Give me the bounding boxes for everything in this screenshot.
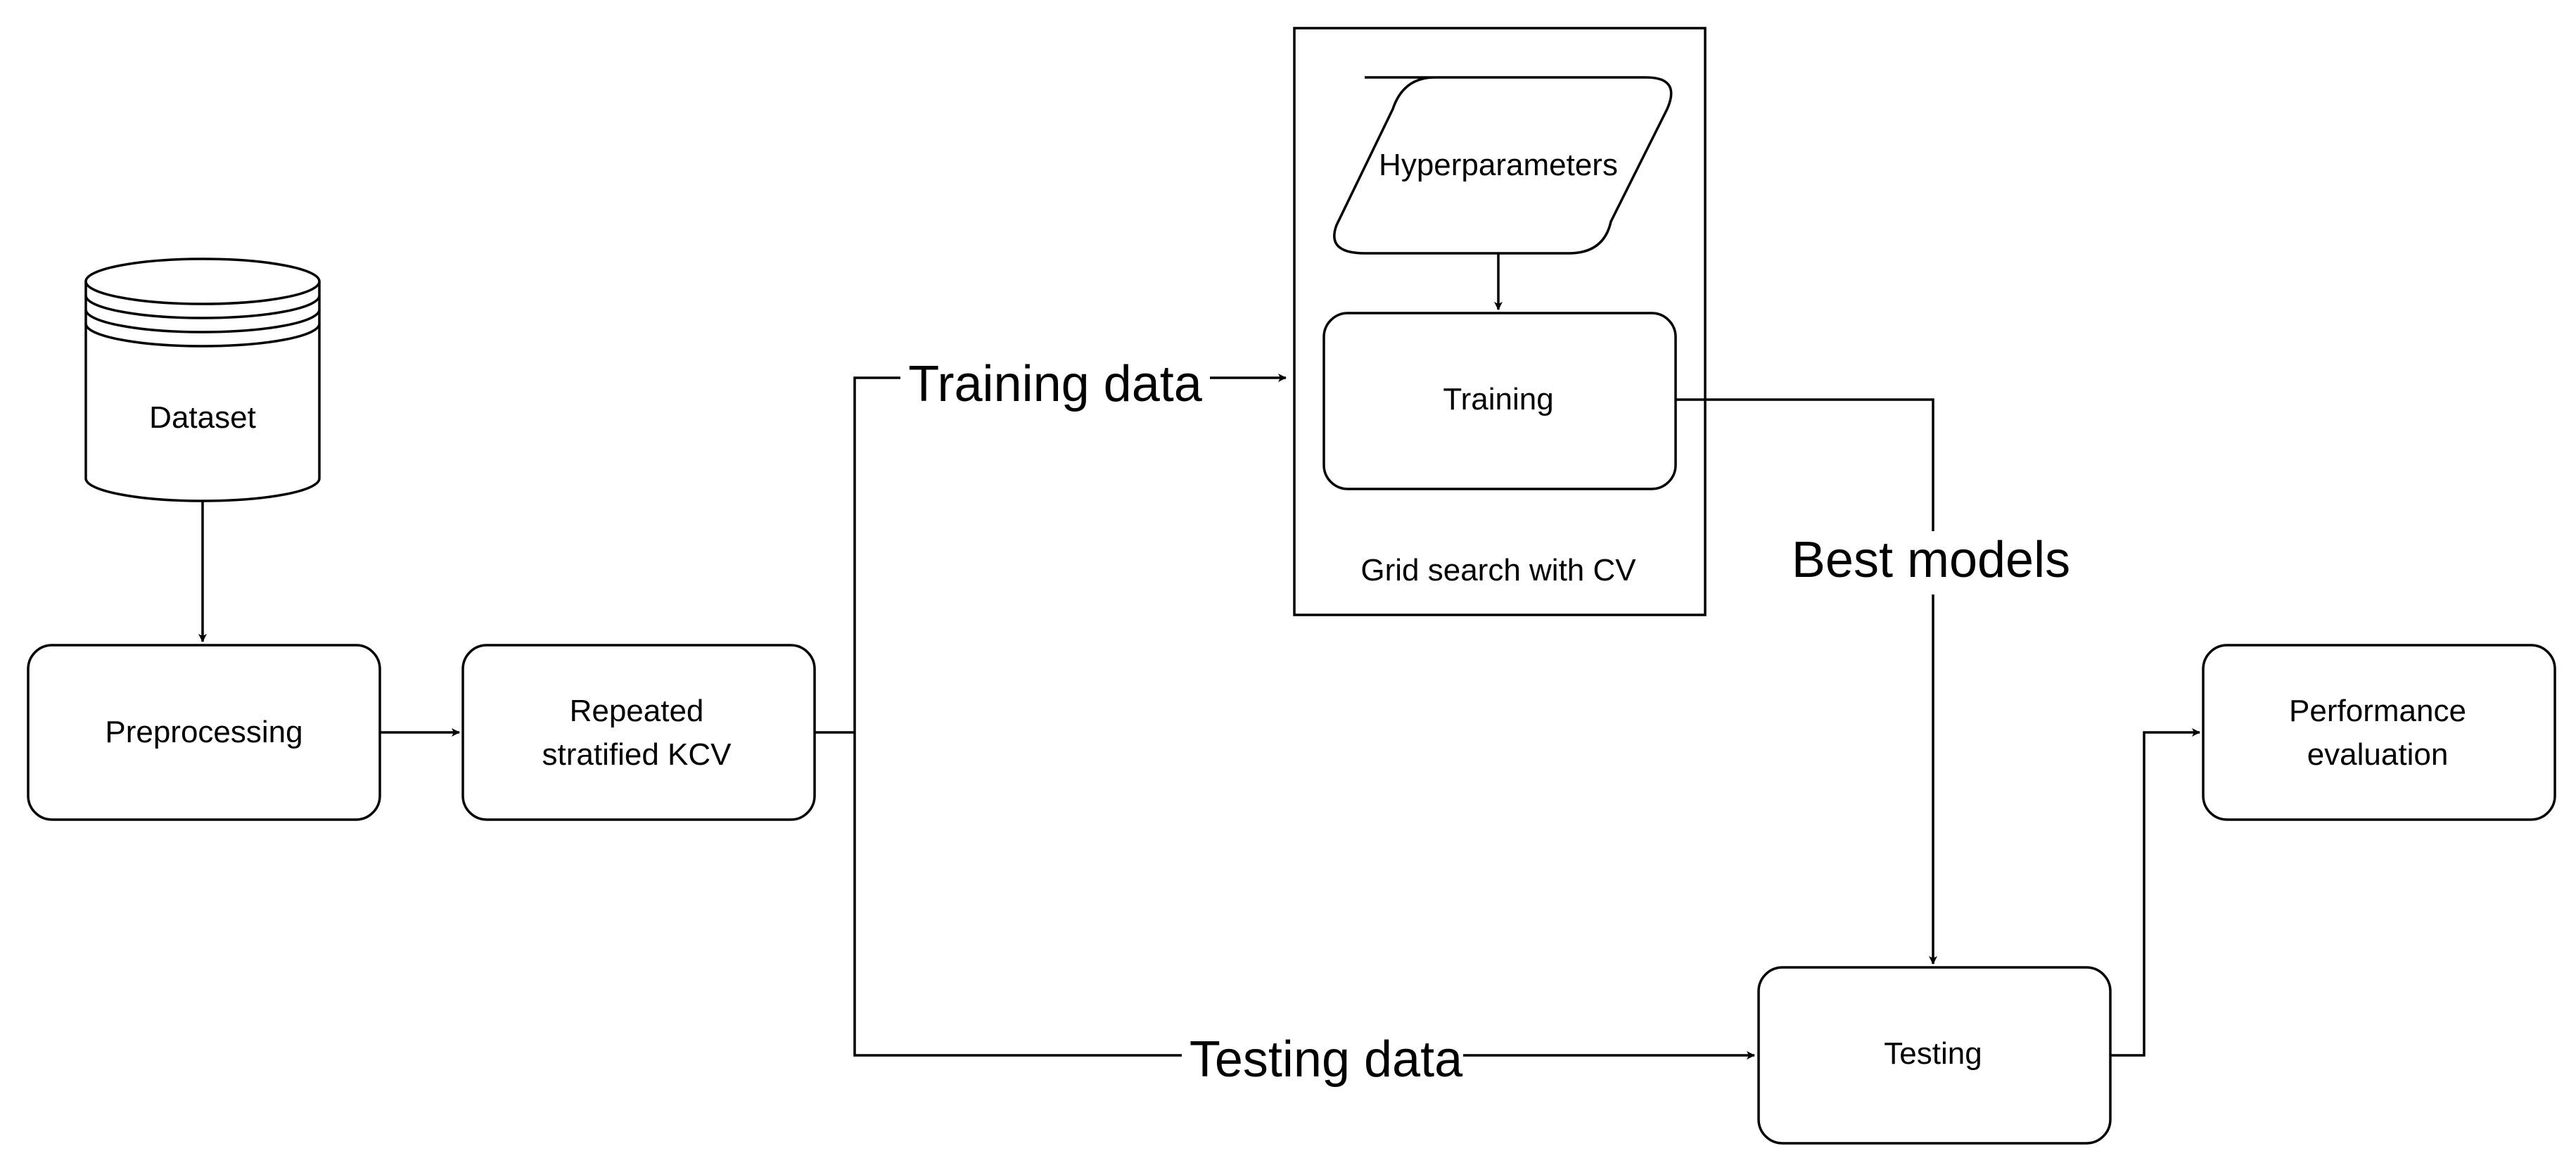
best-models-label: Best models	[1792, 532, 2070, 588]
performance-node: Performance evaluation	[2202, 644, 2556, 821]
testing-label: Testing	[1884, 1036, 1982, 1071]
edge-testing-performance	[2110, 728, 2200, 1057]
kcv-label-line2: stratified KCV	[542, 737, 732, 772]
hyperparameters-label: Hyperparameters	[1379, 148, 1618, 182]
grid-search-label: Grid search with CV	[1360, 553, 1636, 587]
training-label: Training	[1443, 382, 1553, 417]
performance-label-line2: evaluation	[2307, 737, 2449, 772]
testing-data-label: Testing data	[1190, 1031, 1463, 1088]
dataset-label: Dataset	[149, 400, 256, 435]
preprocessing-node: Preprocessing	[27, 644, 381, 821]
edge-testing-data	[853, 732, 1755, 1060]
preprocessing-label: Preprocessing	[105, 715, 302, 749]
edge-best-models	[1676, 398, 1937, 965]
testing-node: Testing	[1757, 966, 2112, 1145]
training-node: Training	[1322, 312, 1677, 490]
dataset-node: Dataset	[84, 257, 321, 502]
training-data-edge-label: Training data	[900, 352, 1210, 412]
hyperparameters-node: Hyperparameters	[1333, 76, 1673, 255]
training-data-label: Training data	[908, 356, 1203, 412]
edge-training-data	[853, 374, 1287, 732]
kcv-node: Repeated stratified KCV	[461, 644, 816, 821]
kcv-label-line1: Repeated	[570, 694, 704, 728]
testing-data-edge-label: Testing data	[1182, 1027, 1463, 1088]
best-models-edge-label: Best models	[1783, 531, 2079, 594]
performance-label-line1: Performance	[2289, 694, 2466, 728]
